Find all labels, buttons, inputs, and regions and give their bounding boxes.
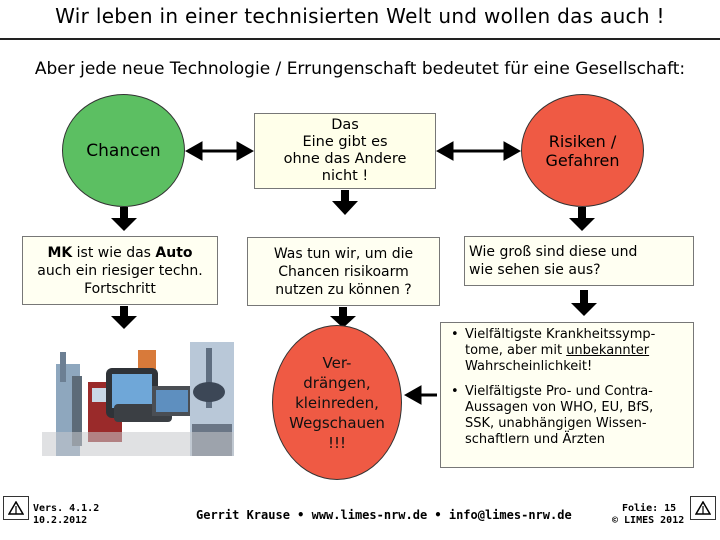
risks-bullet-box: Vielfältigste Krankheitssymp- tome, aber…: [440, 322, 694, 468]
wiegross-line-1: Wie groß sind diese und: [469, 244, 638, 260]
das-line-1: Das: [331, 117, 359, 133]
arrowhead-right-das: [435, 141, 454, 161]
mk-strong-2: Auto: [155, 244, 193, 261]
bullet1-line-3: Wahrscheinlichkeit!: [465, 359, 593, 374]
arrowhead-left-chancen: [184, 141, 203, 161]
wastun-box: Was tun wir, um die Chancen risikoarm nu…: [247, 237, 440, 306]
wastun-line-1: Was tun wir, um die: [273, 245, 414, 262]
mk-box: MK ist wie das Auto auch ein riesiger te…: [22, 236, 218, 305]
risiken-circle: Risiken / Gefahren: [521, 94, 644, 207]
bullet1-underlined: unbekannter: [566, 343, 650, 358]
chancen-label: Chancen: [86, 140, 161, 161]
bullet1-text-2a: tome, aber mit: [465, 343, 567, 358]
down-arrow-risiken: [569, 207, 595, 231]
footer-version: Vers. 4.1.2: [33, 503, 100, 514]
risiken-line-1: Risiken /: [548, 131, 617, 151]
title-rule: [0, 38, 720, 40]
footer-slide-number: Folie: 15: [622, 503, 677, 514]
das-line-4: nicht !: [321, 168, 369, 184]
verdraengen-circle: Ver- drängen, kleinreden, Wegschauen !!!: [272, 325, 402, 480]
logo-mark-icon: [695, 501, 711, 515]
verdraengen-line-5: !!!: [327, 433, 347, 452]
risks-bullet-list: Vielfältigste Krankheitssymp- tome, aber…: [451, 327, 687, 448]
mk-line-3: Fortschritt: [84, 280, 156, 297]
slide-subtitle: Aber jede neue Technologie / Errungensch…: [34, 59, 686, 79]
verdraengen-line-3: kleinreden,: [295, 393, 379, 412]
footer-contact: Gerrit Krause • www.limes-nrw.de • info@…: [196, 508, 572, 522]
verdraengen-line-4: Wegschauen: [289, 413, 385, 432]
das-line-3: ohne das Andere: [283, 151, 407, 167]
chancen-circle: Chancen: [62, 94, 185, 207]
risk-bullet-1: Vielfältigste Krankheitssymp- tome, aber…: [451, 327, 687, 375]
das-line-2: Eine gibt es: [302, 134, 388, 150]
down-arrow-mk: [111, 306, 137, 329]
wastun-line-3: nutzen zu können ?: [275, 281, 412, 298]
mk-line-1: MK ist wie das Auto: [37, 244, 202, 262]
verdraengen-line-2: drängen,: [303, 373, 371, 392]
arrowhead-verdraengen: [403, 385, 422, 405]
down-arrow-wiegross: [571, 290, 597, 316]
technology-photo-collage: [42, 342, 234, 456]
bullet2-line-2: Aussagen von WHO, EU, BfS,: [465, 400, 654, 415]
wiegross-line-2: wie sehen sie aus?: [469, 262, 601, 278]
risiken-line-2: Gefahren: [545, 150, 620, 170]
bullet1-line-1: Vielfältigste Krankheitssymp-: [465, 327, 656, 342]
logo-mark-icon: [8, 501, 24, 515]
arrowhead-left-das: [236, 141, 255, 161]
das-box: Das Eine gibt es ohne das Andere nicht !: [254, 113, 436, 189]
bullet2-line-4: schaftlern und Ärzten: [465, 432, 605, 447]
footer-logo-right: [690, 496, 716, 520]
mk-text-1: ist wie das: [72, 244, 156, 261]
verdraengen-line-1: Ver-: [322, 353, 352, 372]
wastun-line-2: Chancen risikoarm: [278, 263, 409, 280]
down-arrow-wastun: [330, 307, 356, 328]
risk-bullet-2: Vielfältigste Pro- und Contra- Aussagen …: [451, 384, 687, 448]
bullet1-line-2: tome, aber mit unbekannter: [465, 343, 687, 359]
footer-logo-left: [3, 496, 29, 520]
bullet2-line-3: SSK, unabhängigen Wissen-: [465, 416, 647, 431]
mk-strong-1: MK: [47, 244, 73, 261]
down-arrow-chancen: [111, 207, 137, 231]
down-arrow-das: [332, 190, 358, 215]
mk-line-2: auch ein riesiger techn.: [37, 262, 203, 279]
footer-copyright: © LIMES 2012: [612, 515, 685, 526]
arrowhead-right-risiken: [503, 141, 522, 161]
footer-date: 10.2.2012: [33, 515, 88, 526]
bullet2-line-1: Vielfältigste Pro- und Contra-: [465, 384, 653, 399]
wiegross-box: Wie groß sind diese und wie sehen sie au…: [464, 236, 694, 286]
slide-title: Wir leben in einer technisierten Welt un…: [55, 4, 665, 28]
